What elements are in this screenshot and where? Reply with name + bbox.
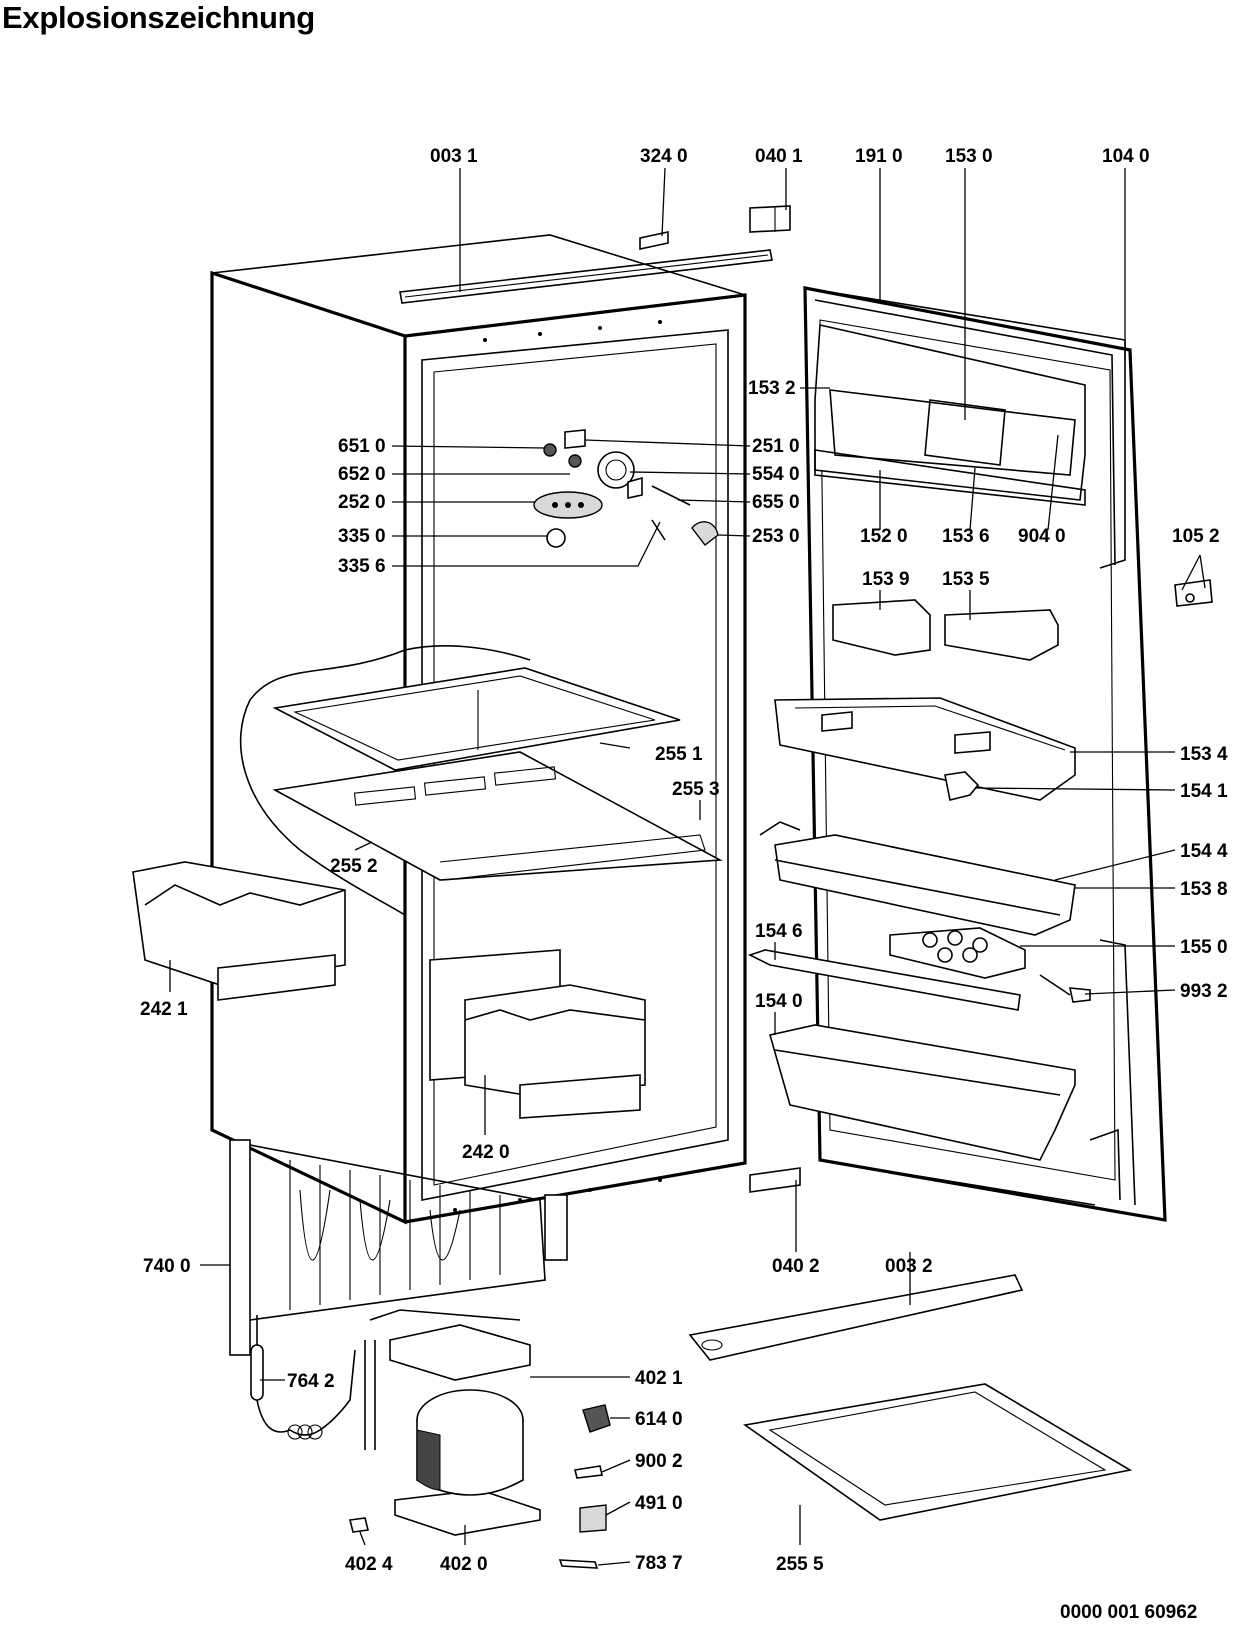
part-label: 402 1 — [635, 1368, 683, 1389]
document-number: 0000 001 60962 — [1060, 1602, 1198, 1623]
part-label: 993 2 — [1180, 981, 1228, 1002]
part-label: 402 0 — [440, 1554, 488, 1575]
part-label: 003 2 — [885, 1256, 933, 1277]
door-shelf-153-4 — [774, 697, 1076, 801]
part-label: 252 0 — [338, 492, 386, 513]
part-label: 104 0 — [1102, 146, 1150, 167]
leader-lines — [169, 167, 1206, 1566]
part-label: 153 9 — [862, 569, 910, 590]
part-label: 324 0 — [640, 146, 688, 167]
part-label: 651 0 — [338, 436, 386, 457]
drawers — [132, 861, 646, 1119]
part-label: 900 2 — [635, 1451, 683, 1472]
part-label: 335 0 — [338, 526, 386, 547]
part-993-2 — [1039, 974, 1091, 1003]
part-label: 153 8 — [1180, 879, 1228, 900]
part-label: 154 6 — [755, 921, 803, 942]
thermostat-controls — [533, 429, 719, 548]
part-label: 105 2 — [1172, 526, 1220, 547]
compressor — [364, 1309, 541, 1536]
part-label: 154 4 — [1180, 841, 1228, 862]
part-label: 153 4 — [1180, 744, 1228, 765]
part-label: 242 0 — [462, 1142, 510, 1163]
part-label: 003 1 — [430, 146, 478, 167]
condenser — [229, 1139, 568, 1356]
capillary-tube — [250, 1315, 356, 1440]
part-label: 652 0 — [338, 464, 386, 485]
part-label: 154 1 — [1180, 781, 1228, 802]
part-label: 040 1 — [755, 146, 803, 167]
part-label: 740 0 — [143, 1256, 191, 1277]
part-label: 251 0 — [752, 436, 800, 457]
part-label: 155 0 — [1180, 937, 1228, 958]
hinge-top — [639, 205, 791, 250]
egg-tray — [889, 927, 1026, 979]
part-label: 783 7 — [635, 1553, 683, 1574]
part-label: 255 1 — [655, 744, 703, 765]
part-label: 614 0 — [635, 1409, 683, 1430]
part-label: 904 0 — [1018, 526, 1066, 547]
part-label: 253 0 — [752, 526, 800, 547]
glass-shelves — [272, 667, 1133, 1521]
cabinet-body — [210, 234, 773, 1225]
part-label: 242 1 — [140, 999, 188, 1020]
part-label: 040 2 — [772, 1256, 820, 1277]
small-electrical-parts — [349, 1404, 611, 1569]
part-label: 335 6 — [338, 556, 386, 577]
bottle-shelf-154-0 — [768, 1024, 1076, 1161]
clip-154-1 — [944, 771, 980, 801]
part-label: 255 5 — [776, 1554, 824, 1575]
part-label: 255 3 — [672, 779, 720, 800]
rail-003-2 — [688, 1274, 1024, 1361]
part-label: 152 0 — [860, 526, 908, 547]
part-label: 153 6 — [942, 526, 990, 547]
page-title: Explosionszeichnung — [2, 0, 315, 35]
part-label: 554 0 — [752, 464, 800, 485]
part-label: 153 2 — [748, 378, 796, 399]
part-label: 764 2 — [287, 1371, 335, 1392]
door-boxes — [832, 599, 1059, 661]
door-top-compartment — [814, 324, 1086, 506]
part-label: 153 0 — [945, 146, 993, 167]
part-label: 255 2 — [330, 856, 378, 877]
part-label: 153 5 — [942, 569, 990, 590]
part-label: 402 4 — [345, 1554, 393, 1575]
part-label: 655 0 — [752, 492, 800, 513]
part-labels: 003 1 324 0 040 1 191 0 153 0 104 0 153 … — [140, 146, 1228, 1575]
part-label: 491 0 — [635, 1493, 683, 1514]
part-label: 191 0 — [855, 146, 903, 167]
door-shelf-154-4 — [759, 821, 1076, 936]
bottle-bar-154-6 — [747, 949, 1021, 1011]
part-label: 154 0 — [755, 991, 803, 1012]
